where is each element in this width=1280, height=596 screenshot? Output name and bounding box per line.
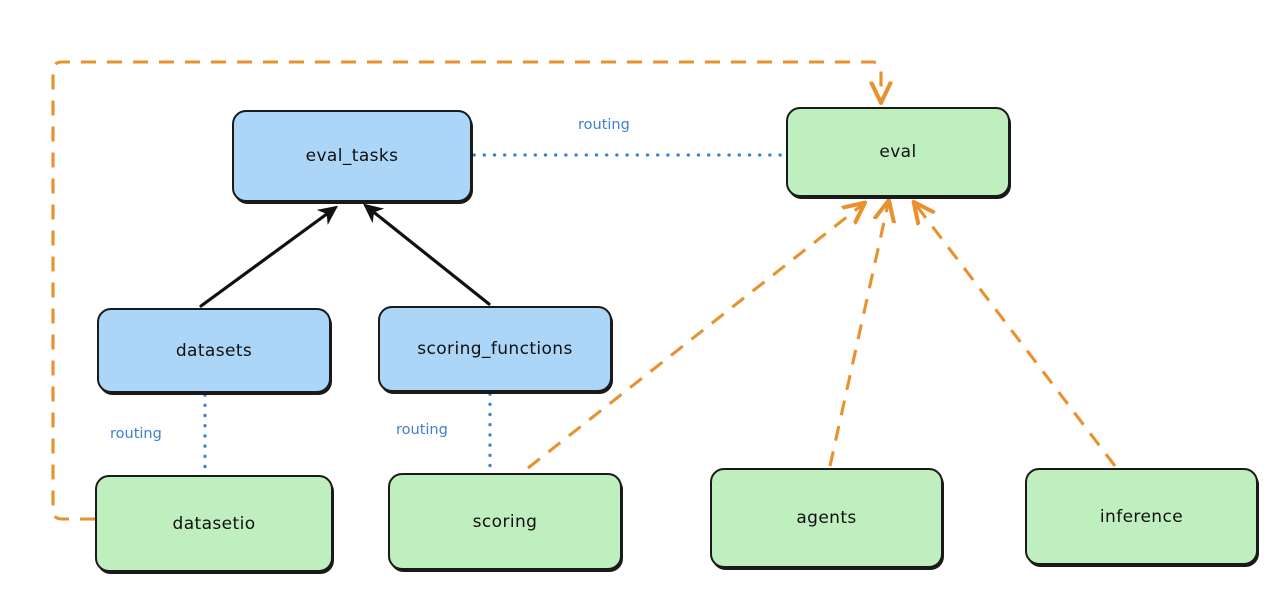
node-label-datasetio: datasetio (172, 513, 256, 534)
edge-datasets-eval-tasks (199, 205, 339, 308)
node-inference[interactable]: inference (1025, 468, 1258, 565)
node-label-scoring: scoring (472, 511, 538, 532)
edge-agents-eval (828, 204, 888, 467)
edge-label-routing-eval-tasks-eval: routing (578, 117, 630, 133)
edge-inference-eval (916, 205, 1117, 467)
node-eval[interactable]: eval (786, 107, 1010, 197)
node-datasetio[interactable]: datasetio (95, 475, 333, 572)
edge-scoring-functions-eval-tasks (363, 203, 491, 306)
node-label-scoring-functions: scoring_functions (417, 339, 573, 359)
node-scoring[interactable]: scoring (388, 473, 622, 570)
node-agents[interactable]: agents (710, 468, 943, 568)
node-scoring-functions[interactable]: scoring_functions (378, 306, 612, 392)
node-label-agents: agents (796, 508, 857, 528)
node-label-inference: inference (1099, 506, 1184, 527)
edge-scoring-eval (527, 205, 862, 470)
node-label-eval-tasks: eval_tasks (305, 146, 399, 166)
edge-datasetio-eval (51, 60, 881, 521)
node-eval-tasks[interactable]: eval_tasks (232, 110, 472, 202)
node-label-eval: eval (879, 142, 917, 162)
edge-label-routing-datasets-datasetio: routing (110, 426, 162, 442)
edge-label-routing-scoring-functions-scoring: routing (396, 422, 448, 438)
node-datasets[interactable]: datasets (97, 308, 331, 393)
node-label-datasets: datasets (175, 340, 253, 361)
